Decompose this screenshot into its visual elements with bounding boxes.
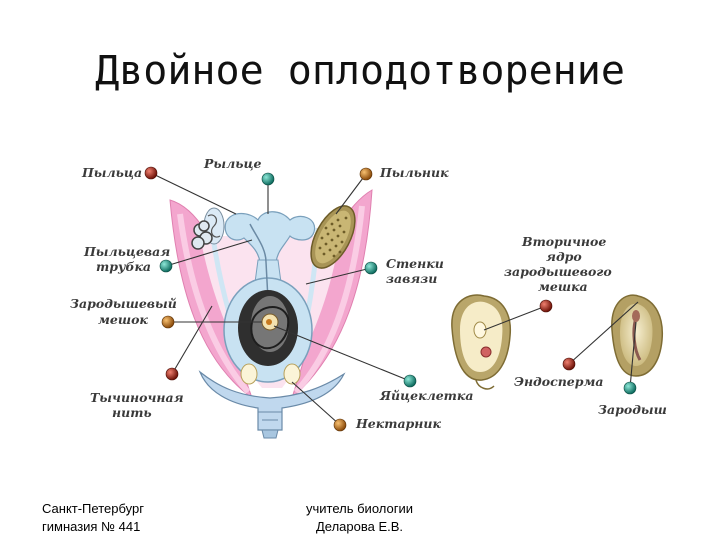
label-secondary-nucleus-4: мешка bbox=[538, 279, 588, 294]
seed-section-1 bbox=[451, 294, 512, 390]
label-pins bbox=[144, 166, 637, 432]
label-secondary-nucleus-2: ядро bbox=[546, 249, 582, 264]
label-endosperm: Эндосперма bbox=[514, 374, 603, 389]
pin-pollen-tube bbox=[159, 259, 173, 273]
label-anther: Пыльник bbox=[379, 165, 449, 180]
label-stigma: Рыльце bbox=[203, 156, 262, 171]
diagram-labels: Пыльца Рыльце Пыльник Пыльцевая трубка З… bbox=[70, 156, 667, 431]
pin-endosperm bbox=[562, 357, 576, 371]
pin-ovary-walls bbox=[364, 261, 378, 275]
nectary-right bbox=[283, 363, 301, 385]
label-embryo: Зародыш bbox=[598, 402, 667, 417]
pin-pollen bbox=[144, 166, 158, 180]
slide-title: Двойное оплодотворение bbox=[95, 48, 625, 94]
label-pollen-tube-1: Пыльцевая bbox=[83, 244, 170, 259]
leader-lines bbox=[150, 172, 639, 426]
seed-section-2 bbox=[611, 294, 664, 377]
receptacle bbox=[198, 370, 346, 431]
pin-anther bbox=[359, 167, 373, 181]
footer-name: Деларова Е.В. bbox=[315, 519, 404, 534]
nectary-left bbox=[240, 363, 258, 385]
pollen-grains bbox=[191, 220, 213, 250]
label-ovary-walls-1: Стенки bbox=[386, 256, 444, 271]
label-secondary-nucleus-1: Вторичное bbox=[521, 234, 606, 249]
pollen-tube bbox=[249, 223, 269, 301]
stigma bbox=[224, 211, 316, 263]
flower-illustration bbox=[169, 189, 373, 439]
label-pollen-tube-2: трубка bbox=[96, 259, 151, 274]
footer-school: Санкт-Петербург гимназия № 441 bbox=[42, 500, 144, 536]
pin-stigma bbox=[261, 172, 275, 186]
pin-embryo bbox=[623, 381, 637, 395]
footer-author: учитель биологии Деларова Е.В. bbox=[306, 500, 413, 536]
stem bbox=[261, 429, 279, 439]
pin-egg-cell bbox=[403, 374, 417, 388]
pin-embryo-sac bbox=[161, 315, 175, 329]
footer-gymnasium: гимназия № 441 bbox=[42, 519, 141, 534]
pin-filament bbox=[165, 367, 179, 381]
label-nectary: Нектарник bbox=[355, 416, 441, 431]
footer-city: Санкт-Петербург bbox=[42, 501, 144, 516]
right-anther bbox=[310, 205, 356, 269]
pin-nectary bbox=[333, 418, 347, 432]
embryo-sac bbox=[238, 290, 298, 366]
label-ovary-walls-2: завязи bbox=[386, 271, 437, 286]
label-pollen: Пыльца bbox=[81, 165, 142, 180]
label-secondary-nucleus-3: зародышевого bbox=[504, 264, 612, 279]
label-filament-2: нить bbox=[112, 405, 152, 420]
label-embryo-sac-2: мешок bbox=[98, 312, 148, 327]
pin-secondary-nucleus bbox=[539, 299, 553, 313]
label-embryo-sac-1: Зародышевый bbox=[70, 296, 177, 311]
label-filament-1: Тычиночная bbox=[90, 390, 184, 405]
label-egg-cell: Яйцеклетка bbox=[379, 388, 473, 403]
footer-role: учитель биологии bbox=[306, 501, 413, 516]
